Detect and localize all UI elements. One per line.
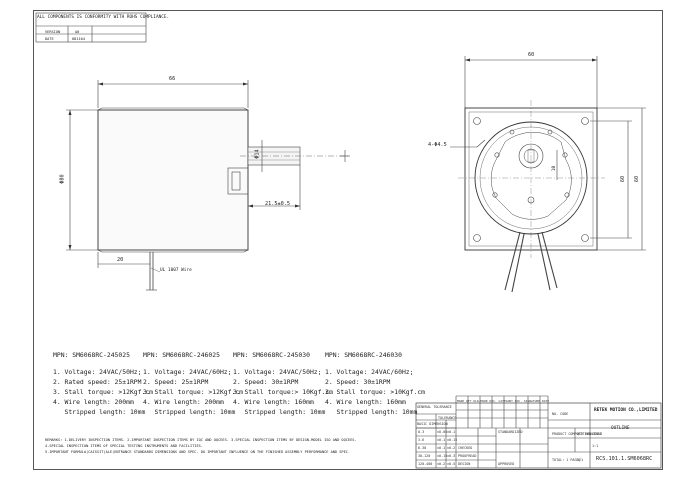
tol-row-3: 6-30 [418, 446, 427, 450]
tol-row-1: 0-3 [418, 430, 425, 434]
spec-block-3: MPN: SM6068RC-245030 1. Voltage: 24VAC/5… [233, 350, 333, 417]
tol-row-1-b: ±0.1 [447, 430, 456, 434]
spec-line: Stripped length: 10mm [325, 408, 418, 416]
tol-row-3-a: ±0.1 [437, 446, 446, 450]
qty-required-label: QTY REQUIRED [577, 432, 602, 436]
spec-block-2: MPN: SM6068RC-246025 1. Voltage: 24VAC/6… [143, 350, 243, 417]
remark-line: REMARKS: 1.DELIVERY INSPECTION ITEMS. 2.… [45, 438, 357, 442]
spec-line: 4. Wire length: 160mm [233, 398, 314, 406]
spec-line: 3. Stall torque:> 10Kgf.cm [233, 388, 334, 396]
tol-row-5-b: ±0.5 [447, 462, 456, 466]
spec-block-4: MPN: SM6068RC-246030 1. Voltage: 24VAC/6… [325, 350, 425, 417]
spec-line: 3. Stall torque: >10Kgf.cm [325, 388, 426, 396]
spec-line: 3. Stall torque: >12Kgf.cm [53, 388, 154, 396]
spec-line: 2. Speed: 30±1RPM [325, 378, 391, 386]
tol-row-0: BASIC DIMENSION [417, 422, 448, 426]
tol-row-5-a: ±0.2 [437, 462, 446, 466]
scale-label: SCALE [592, 432, 603, 436]
dim-shaft-length: 21.5±0.5 [265, 201, 290, 207]
spec-line: 4. Wire length: 200mm [143, 398, 224, 406]
scale-value: 1:1 [592, 444, 599, 448]
date-label: DATE [45, 37, 54, 41]
approved-label: APPROVED [498, 462, 515, 466]
wire-label: UL 1007 Wire [160, 268, 192, 273]
dim-flange-width: 60 [528, 52, 535, 58]
total-pages: TOTAL: 1 PAGES [552, 458, 581, 462]
spec-line: Stripped length: 10mm [143, 408, 236, 416]
tol-row-0-tolerance: TOLERANCE [438, 416, 457, 420]
tolerance-label: GENERAL TOLERANCE [417, 405, 452, 409]
sheet-value: 1/1 [577, 458, 584, 462]
version-label: VERSION [45, 30, 61, 34]
tol-row-3-b: ±0.2 [447, 446, 456, 450]
tol-row-4-a: ±0.15 [437, 454, 448, 458]
spec-line: 2. Speed: 25±1RPM [143, 378, 209, 386]
spec-mpn: MPN: SM6068RC-246030 [325, 351, 402, 359]
spec-mpn: MPN: SM6068RC-245025 [53, 351, 130, 359]
company-name: RETEK MOTION CO.,LIMITED [594, 408, 658, 413]
spec-block-1: MPN: SM6068RC-245025 1. Voltage: 24VAC/5… [53, 350, 153, 417]
tol-row-2-a: ±0.1 [437, 438, 446, 442]
spec-line: 4. Wire length: 160mm [325, 398, 406, 406]
spec-line: 1. Voltage: 24VAC/50Hz; [233, 368, 322, 376]
remark-line: 4.SPECIAL INSPECTION ITEMS OF SPECIAL TE… [45, 444, 203, 448]
tol-row-5: 120-400 [418, 462, 433, 466]
dim-shaft-diameter: Φ14 [254, 149, 261, 159]
tol-row-2: 3-6 [418, 438, 425, 442]
spec-line: 1. Voltage: 24VAC/60Hz; [325, 368, 414, 376]
revision-header: MARK QTY OLD-MARK DOC. CATEGORY DOC. SIG… [457, 399, 550, 403]
product-composition-label: PRODUCT COMPOSITION [552, 432, 591, 436]
version-value: A0 [75, 30, 80, 34]
tol-row-2-b: ±0.15 [447, 438, 458, 442]
checked-label: CHECKED [458, 446, 473, 450]
remark-line: 5.IMPORTANT FORMULA(CAISSIT)ALE(ENTRANCE… [45, 450, 351, 454]
proofread-label: PROOFREAD [458, 454, 477, 458]
dim-diameter: Φ80 [59, 174, 66, 184]
spec-mpn: MPN: SM6068RC-246025 [143, 351, 220, 359]
dim-body-length: 66 [169, 76, 176, 82]
dim-keyway: 10 [552, 165, 558, 172]
standardized-label: STANDARDIZED [498, 430, 523, 434]
spec-line: 1. Voltage: 24VAC/50Hz; [53, 368, 142, 376]
spec-line: Stripped length: 10mm [233, 408, 326, 416]
tol-row-1-a: ±0.05 [437, 430, 448, 434]
dim-flange-height-b: 60 [634, 175, 641, 183]
no-code-label: NO. CODE [552, 412, 569, 416]
spec-line: 2. Speed: 30±1RPM [233, 378, 299, 386]
drawing-type: OUTLINE [611, 426, 630, 431]
spec-line: 2. Rated speed: 25±1RPM [53, 378, 142, 386]
design-label: DESIGN [458, 462, 471, 466]
compliance-note: ALL COMPONENTS IS CONFORMITY WITH ROHS C… [37, 15, 170, 20]
spec-mpn: MPN: SM6068RC-245030 [233, 351, 310, 359]
drawing-number: RCS.101.1.SM6068RC [596, 456, 653, 462]
spec-line: 1. Voltage: 24VAC/60Hz; [143, 368, 232, 376]
dim-hole-spec: 4-Φ4.5 [428, 142, 447, 148]
dim-flange-height-a: 60 [620, 175, 627, 183]
drawing-sheet [33, 10, 663, 470]
spec-line: 4. Wire length: 200mm [53, 398, 134, 406]
spec-line: Stripped length: 10mm [53, 408, 146, 416]
date-value: 081104 [72, 37, 85, 41]
dim-lead-offset: 20 [117, 257, 124, 263]
tol-row-4-b: ±0.3 [447, 454, 456, 458]
spec-line: 3. Stall torque: >12Kgf.cm [143, 388, 244, 396]
tol-row-4: 30-120 [418, 454, 431, 458]
